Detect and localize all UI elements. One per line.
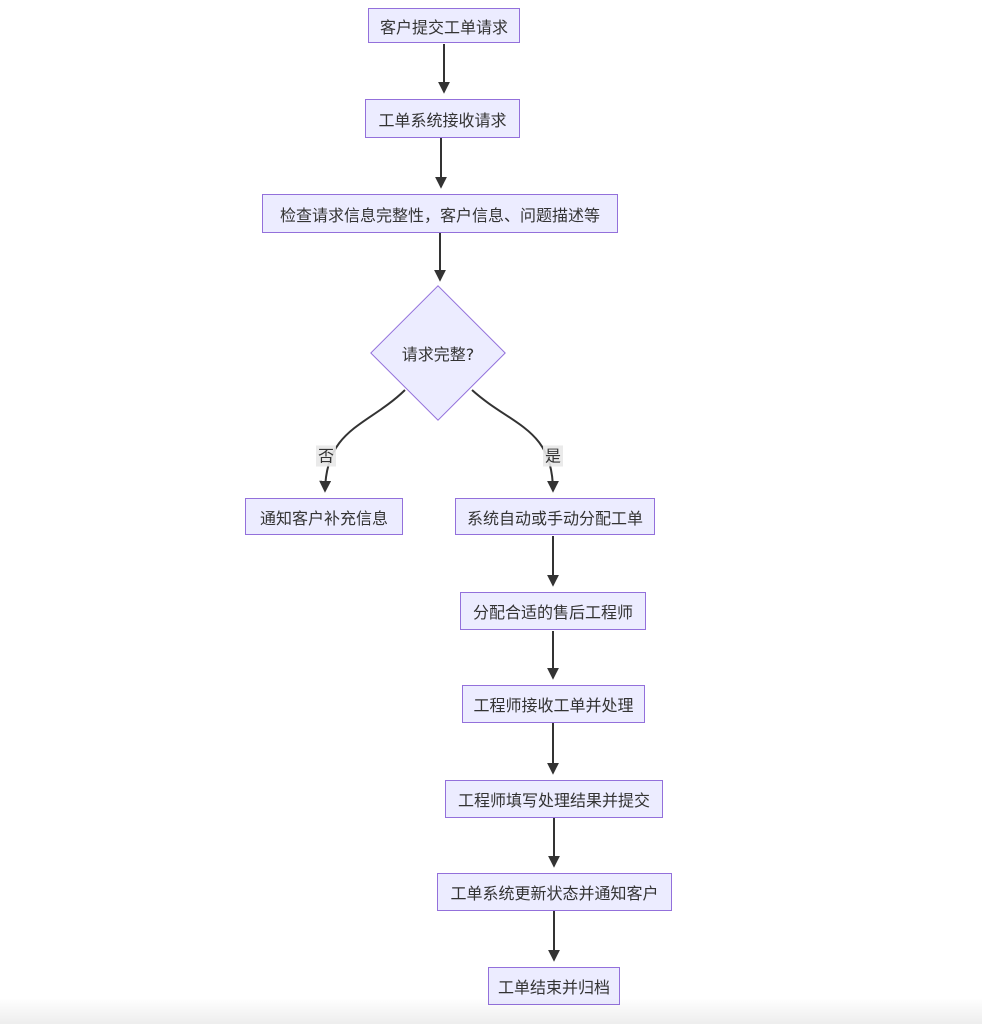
node-system-receive-request: 工单系统接收请求 [365, 99, 520, 138]
node-label: 工单系统更新状态并通知客户 [450, 884, 659, 903]
node-system-update-notify-customer: 工单系统更新状态并通知客户 [437, 873, 672, 911]
node-label: 系统自动或手动分配工单 [466, 508, 643, 528]
node-notify-customer-supplement: 通知客户补充信息 [245, 498, 403, 535]
node-label: 工程师填写处理结果并提交 [457, 791, 650, 810]
node-label: 通知客户补充信息 [259, 508, 388, 528]
node-assign-ticket-auto-manual: 系统自动或手动分配工单 [455, 498, 655, 535]
node-label: 工单系统接收请求 [378, 110, 507, 130]
node-label: 工单结束并归档 [497, 978, 610, 997]
node-label: 工程师接收工单并处理 [473, 696, 634, 715]
edge-label-no: 否 [315, 445, 337, 467]
node-engineer-fill-result-submit: 工程师填写处理结果并提交 [445, 780, 663, 818]
decision-request-complete: 请求完整? [370, 284, 506, 421]
node-label: 检查请求信息完整性，客户信息、问题描述等 [279, 205, 600, 225]
edge-label-yes: 是 [542, 445, 564, 467]
node-check-request-completeness: 检查请求信息完整性，客户信息、问题描述等 [262, 194, 618, 233]
node-customer-submit-request: 客户提交工单请求 [368, 8, 520, 43]
node-label: 请求完整? [401, 344, 475, 364]
node-label: 分配合适的售后工程师 [472, 603, 633, 622]
node-engineer-receive-process: 工程师接收工单并处理 [462, 685, 645, 723]
node-assign-suitable-engineer: 分配合适的售后工程师 [460, 592, 646, 630]
node-label: 客户提交工单请求 [379, 17, 508, 37]
node-ticket-closed-archived: 工单结束并归档 [488, 967, 620, 1005]
